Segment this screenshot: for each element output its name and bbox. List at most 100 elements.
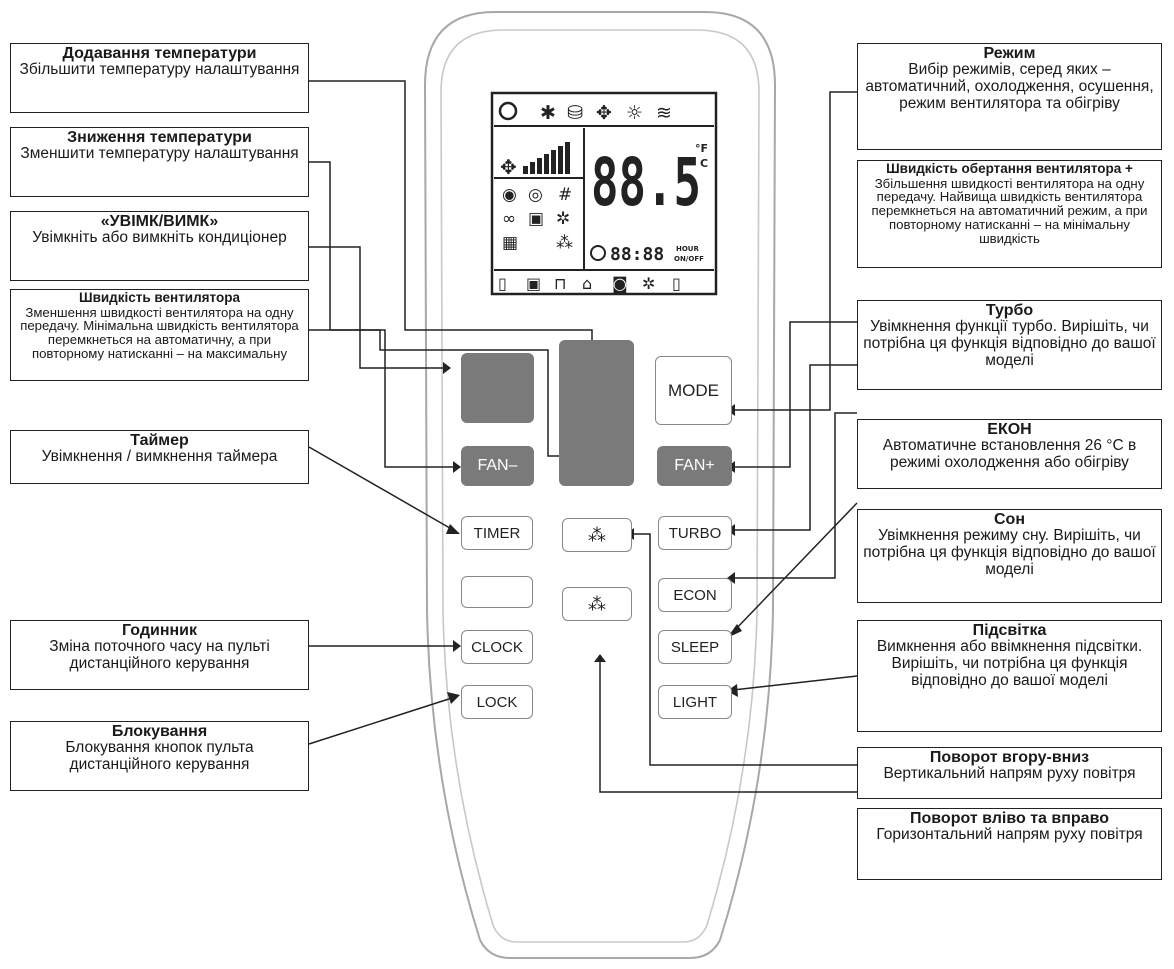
mode-button[interactable]: MODE	[655, 356, 732, 425]
callout-title: Годинник	[122, 622, 197, 639]
callout-title: Підсвітка	[972, 622, 1047, 639]
callout-title: Додавання температури	[62, 45, 257, 62]
lcd-onoff-label: ON/OFF	[674, 255, 704, 263]
swing-icon: ∞	[502, 209, 516, 229]
line-power	[309, 246, 445, 369]
fan-minus-label: FAN–	[477, 457, 518, 474]
econ-button[interactable]: ECON	[658, 578, 732, 612]
callout-title: Сон	[994, 511, 1025, 528]
signal-icon: ≋	[656, 102, 672, 124]
line-swing-lr	[599, 660, 857, 793]
health-icon: ◙	[612, 274, 628, 293]
sleep-button[interactable]: SLEEP	[658, 630, 732, 664]
grid-icon: #	[558, 185, 572, 205]
arrowhead-swing-lr	[594, 654, 606, 662]
lcd-display: ✱ ⛁ ✥ ☼ ≋ ✥ ◉ ◎ # ∞ ▣ ✲ ▦ ⁂	[490, 91, 718, 296]
timer-button[interactable]: TIMER	[461, 516, 533, 550]
econ-button-label: ECON	[673, 586, 717, 604]
vertical-swing-icon: ✲	[556, 209, 570, 229]
callout-fan-plus: Швидкість обертання вентилятора + Збільш…	[857, 160, 1162, 268]
temp-up-down-rocker[interactable]	[559, 340, 634, 486]
line-mode	[733, 91, 857, 411]
callout-power: «УВІМК/ВИМК» Увімкніть або вимкніть конд…	[10, 211, 309, 281]
arrowhead-timer	[446, 524, 460, 534]
home-icon: ⌂	[582, 274, 592, 293]
callout-timer: Таймер Увімкнення / вимкнення таймера	[10, 430, 309, 484]
lcd-hour-label: HOUR	[676, 245, 699, 253]
callout-desc: Увімкнення функції турбо. Вирішіть, чи п…	[863, 318, 1156, 369]
callout-title: Поворот вліво та вправо	[910, 810, 1109, 827]
arrowhead-lock	[447, 692, 460, 704]
callout-mode: Режим Вибір режимів, серед яких – автома…	[857, 43, 1162, 150]
line-temp-down	[309, 161, 570, 457]
arrowhead-clock	[453, 640, 461, 652]
callout-title: Блокування	[111, 723, 208, 740]
auto-mode-icon	[498, 101, 518, 121]
callout-title: Режим	[983, 45, 1036, 62]
callout-title: Зниження температури	[67, 129, 252, 146]
clock-button[interactable]: CLOCK	[461, 630, 533, 664]
callout-fan-minus: Швидкість вентилятора Зменшення швидкост…	[10, 289, 309, 381]
callout-temp-down: Зниження температури Зменшити температур…	[10, 127, 309, 197]
lcd-time: 88:88	[610, 244, 664, 265]
callout-desc: Увімкнення режиму сну. Вирішіть, чи потр…	[863, 527, 1156, 578]
battery-icon: ▯	[498, 274, 507, 293]
callout-desc: Блокування кнопок пульта дистанційного к…	[65, 739, 254, 773]
turbo-button[interactable]: TURBO	[658, 516, 732, 550]
arrowhead-light	[727, 684, 738, 697]
callout-desc: Збільшення швидкості вентилятора на одну…	[871, 175, 1148, 247]
line-fan-minus	[309, 329, 455, 468]
lcd-temperature: 88.5	[591, 144, 701, 221]
cool-mode-icon: ✱	[540, 102, 556, 124]
lcd-mode-icons: ✱ ⛁ ✥ ☼ ≋	[498, 101, 672, 124]
callout-title: ЕКОН	[987, 421, 1032, 438]
callout-sleep: Сон Увімкнення режиму сну. Вирішіть, чи …	[857, 509, 1162, 603]
timer-button-label: TIMER	[473, 524, 521, 542]
callout-title: «УВІМК/ВИМК»	[100, 213, 219, 230]
mode-button-label: MODE	[668, 380, 719, 400]
lock-button[interactable]: LOCK	[461, 685, 533, 719]
callout-title: Таймер	[130, 432, 189, 449]
heat-mode-icon: ☼	[626, 102, 643, 124]
callout-desc: Увімкнення / вимкнення таймера	[41, 448, 278, 466]
arrowhead-econ	[727, 572, 735, 584]
fan-plus-button[interactable]: FAN+	[657, 446, 732, 486]
callout-temp-up: Додавання температури Збільшити температ…	[10, 43, 309, 113]
lock-icon: ⊓	[554, 274, 566, 293]
callout-title: Турбо	[985, 302, 1034, 319]
blank-button[interactable]	[461, 576, 533, 608]
fan-minus-button[interactable]: FAN–	[461, 446, 534, 486]
eye-icon: ◎	[528, 185, 543, 205]
lcd-status-icons: ▯ ▣ ⊓ ⌂ ◙ ✲ ▯	[498, 274, 681, 293]
line-timer	[308, 446, 456, 532]
callout-desc: Зменшення швидкості вентилятора на одну …	[20, 304, 299, 362]
callout-desc: Вибір режимів, серед яких – автоматичний…	[865, 61, 1154, 112]
connector-lines	[308, 80, 858, 793]
swing-up-down-button[interactable]: ⁂	[562, 518, 632, 552]
line-swing-ud	[632, 533, 857, 766]
callout-swing-ud: Поворот вгору-вниз Вертикальний напрям р…	[857, 747, 1162, 799]
callout-turbo: Турбо Увімкнення функції турбо. Вирішіть…	[857, 300, 1162, 390]
fan-icon: ✥	[500, 155, 517, 179]
sleep-button-label: SLEEP	[670, 638, 720, 656]
power-button[interactable]	[461, 353, 534, 423]
fan-speed-bars: ✥	[500, 142, 570, 179]
callout-desc: Вимкнення або ввімкнення підсвітки. Вирі…	[876, 638, 1143, 689]
timer-box-icon: ▣	[528, 209, 544, 229]
light-button-label: LIGHT	[672, 693, 718, 711]
remote-inner-outline	[440, 29, 760, 943]
filter-status-icon: ▯	[672, 274, 681, 293]
lcd-function-icons: ◉ ◎ # ∞ ▣ ✲ ▦ ⁂	[502, 185, 573, 253]
callout-econ: ЕКОН Автоматичне встановлення 26 °C в ре…	[857, 419, 1162, 489]
line-lock	[308, 696, 456, 745]
swing-left-right-button[interactable]: ⁂	[562, 587, 632, 621]
turbo-button-label: TURBO	[668, 524, 722, 542]
fan-plus-label: FAN+	[674, 457, 715, 474]
light-button[interactable]: LIGHT	[658, 685, 732, 719]
callout-desc: Горизонтальний напрям руху повітря	[876, 826, 1143, 844]
callout-desc: Зміна поточного часу на пульті дистанцій…	[49, 638, 270, 672]
line-temp-up	[309, 80, 593, 350]
callout-desc: Увімкніть або вимкніть кондиціонер	[32, 229, 287, 247]
callout-light: Підсвітка Вимкнення або ввімкнення підсв…	[857, 620, 1162, 732]
ifeel-icon: ▣	[526, 274, 541, 293]
